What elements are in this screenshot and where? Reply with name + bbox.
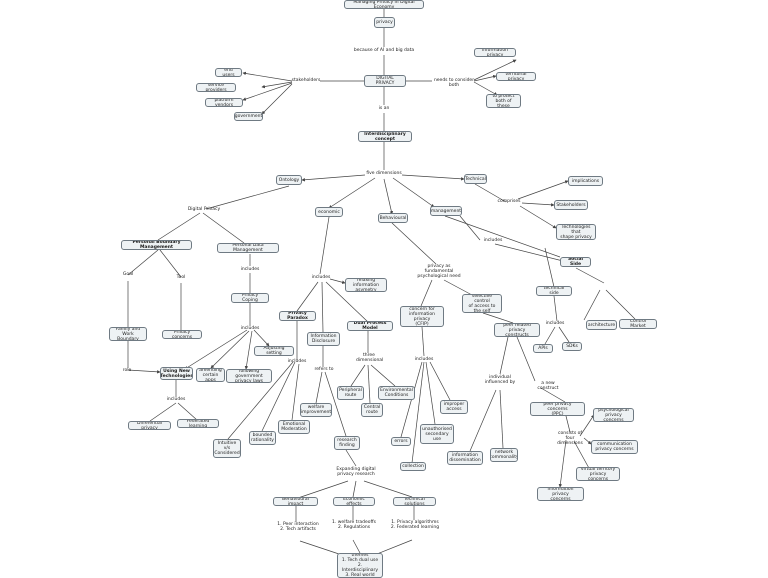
consists-label: consists of four dimensions	[557, 431, 583, 446]
behavioural-node[interactable]: Behavioural	[378, 213, 408, 223]
psychological-concerns-node[interactable]: psychological privacy concerns	[593, 408, 634, 422]
technologies-node[interactable]: Technologies that shape privacy	[556, 224, 596, 240]
privacy-algorithms-label: 1. Privacy algorithms 2. Federated learn…	[390, 520, 440, 530]
info-privacy-concerns-node[interactable]: information privacy concerns	[537, 487, 584, 501]
errors-node[interactable]: errors	[391, 437, 411, 446]
relaxing-asymmetry-node[interactable]: relaxing information asymetry	[345, 278, 387, 292]
peripheral-route-node[interactable]: Peripheral route	[337, 386, 364, 400]
privacy-concerns-node[interactable]: Privacy concerns	[162, 330, 202, 339]
amending-apps-node[interactable]: amending certain apps	[196, 368, 225, 382]
family-work-node[interactable]: Family and Work Boundary	[109, 327, 147, 341]
privacy-paradox-node[interactable]: Privacy Paradox	[279, 311, 316, 321]
expanding-research-label: Expanding digital privacy research	[336, 467, 376, 477]
communication-concerns-node[interactable]: communication privacy concerns	[591, 440, 638, 454]
ontology-node[interactable]: Ontology	[276, 175, 302, 185]
includes-label-7: includes	[483, 238, 503, 243]
includes-label-6: includes	[414, 357, 434, 362]
digital-privacy-label: Digital Privacy	[187, 207, 221, 212]
role-label: role	[122, 368, 132, 373]
title-node[interactable]: Managing Privacy in Digital Economy	[344, 0, 424, 9]
collection-node[interactable]: collection	[400, 462, 426, 471]
information-disclosure-node[interactable]: Information Disclosure	[307, 332, 340, 346]
goal-label: Goal	[122, 272, 134, 277]
federated-learning-node[interactable]: Federated learning	[177, 419, 219, 428]
government-node[interactable]: government	[234, 112, 263, 121]
apis-node[interactable]: APIs	[533, 344, 553, 353]
welfare-tradeoffs-label: 1. welfare tradeoffs 2. Regulations	[332, 520, 376, 530]
network-commonality-node[interactable]: network commonality	[490, 448, 518, 462]
management-node[interactable]: management	[430, 206, 462, 216]
peer-related-node[interactable]: peer related privacy constructs	[494, 323, 540, 337]
intuitive-node[interactable]: Intuitive v/s Considered	[213, 439, 241, 458]
welfare-improvement-node[interactable]: welfare improvement	[300, 403, 332, 417]
research-finding-node[interactable]: research finding	[334, 436, 360, 450]
service-providers-node[interactable]: service providers	[196, 83, 236, 92]
is-an-label: is an	[378, 106, 390, 111]
differential-privacy-node[interactable]: Differential privacy	[128, 421, 171, 430]
peer-interaction-label: 1. Peer interaction 2. Tech artifacts	[277, 522, 319, 532]
digital-privacy-node[interactable]: DIGITAL PRIVACY	[364, 75, 406, 87]
technical-node[interactable]: Technical	[464, 174, 487, 184]
privacy-fundamental-label: privacy as fundamental psychological nee…	[417, 264, 461, 279]
information-privacy-node[interactable]: information privacy	[474, 48, 516, 57]
social-side-node[interactable]: Social Side	[560, 257, 591, 267]
adjusting-setting-node[interactable]: Adjusting setting	[254, 346, 294, 356]
territorial-privacy-node[interactable]: territorial privacy	[496, 72, 536, 81]
peer-privacy-concerns-node[interactable]: peer privacy concerns (PPC)	[530, 402, 585, 416]
bounded-rationality-node[interactable]: bounded rationality	[249, 431, 276, 445]
info-dissemination-node[interactable]: information dissemination	[447, 451, 483, 465]
includes-label-3: includes	[166, 397, 186, 402]
end-users-node[interactable]: end users	[215, 68, 242, 77]
technical-side-node[interactable]: technical side	[536, 286, 572, 296]
improper-access-node[interactable]: improper access	[440, 400, 468, 414]
economic-effects-node[interactable]: Economic effects	[333, 497, 375, 506]
economic-node[interactable]: economic	[315, 207, 343, 217]
includes-label-8: includes	[545, 321, 565, 326]
needs-to-consider-label: needs to consider both	[433, 78, 475, 88]
control-market-node[interactable]: Control Market	[619, 319, 657, 329]
technical-solutions-node[interactable]: Technical solutions	[393, 497, 436, 506]
includes-label-4: includes	[311, 275, 331, 280]
selective-control-node[interactable]: selective control of access to the self	[462, 294, 502, 313]
protect-both-node[interactable]: to protect both of these	[486, 94, 521, 108]
stakeholders-label: stakeholders	[291, 78, 321, 83]
personal-boundary-node[interactable]: Personal Boundary Management	[121, 240, 192, 250]
virtual-territory-node[interactable]: virtual territory privacy concerns	[576, 467, 620, 481]
using-new-tech-node[interactable]: Using New Technologies	[160, 367, 193, 380]
new-construct-label: a new construct	[537, 381, 559, 391]
privacy-coping-node[interactable]: Privacy Coping	[231, 293, 269, 303]
includes-label-2: includes	[240, 326, 260, 331]
platform-vendors-node[interactable]: platform vendors	[205, 98, 243, 107]
includes-label-1: includes	[240, 267, 260, 272]
cfip-node[interactable]: concern for information privacy (CFIP)	[400, 306, 444, 327]
emotional-moderation-node[interactable]: Emotional Moderation	[278, 420, 310, 434]
stakeholders-node[interactable]: Stakeholders	[554, 200, 588, 210]
interdisciplinary-node[interactable]: Interdisciplinary concept	[358, 131, 412, 142]
privacy-node[interactable]: privacy	[374, 17, 395, 28]
comprises-label: comprises	[497, 199, 521, 204]
behavioural-impact-node[interactable]: Behavioural impact	[273, 497, 318, 506]
unauthorised-use-node[interactable]: unauthorised secondary use	[420, 424, 454, 444]
environmental-conditions-node[interactable]: Environmental Conditions	[378, 386, 415, 400]
because-label: because of AI and big data	[353, 48, 415, 53]
dual-process-node[interactable]: Dual Process Model	[347, 321, 393, 331]
five-dimensions-label: five dimensions	[366, 171, 402, 176]
central-route-node[interactable]: Central route	[361, 403, 383, 417]
individual-influenced-label: individual influenced by	[484, 375, 516, 385]
architecture-node[interactable]: architecture	[586, 320, 617, 330]
tool-label: Tool	[176, 275, 186, 280]
following-laws-node[interactable]: following government privacy laws	[226, 369, 272, 383]
sdks-node[interactable]: SDKs	[562, 342, 582, 351]
three-dimensional-label: three dimensional	[356, 353, 384, 363]
implications-node[interactable]: implications	[568, 176, 603, 186]
refers-label: refers to	[314, 367, 334, 372]
personal-data-node[interactable]: Personal Data Management	[217, 243, 279, 253]
cross-cutting-node[interactable]: Cross cutting themes 1. Tech dual use 2.…	[337, 553, 383, 578]
includes-label-5: includes	[287, 359, 307, 364]
